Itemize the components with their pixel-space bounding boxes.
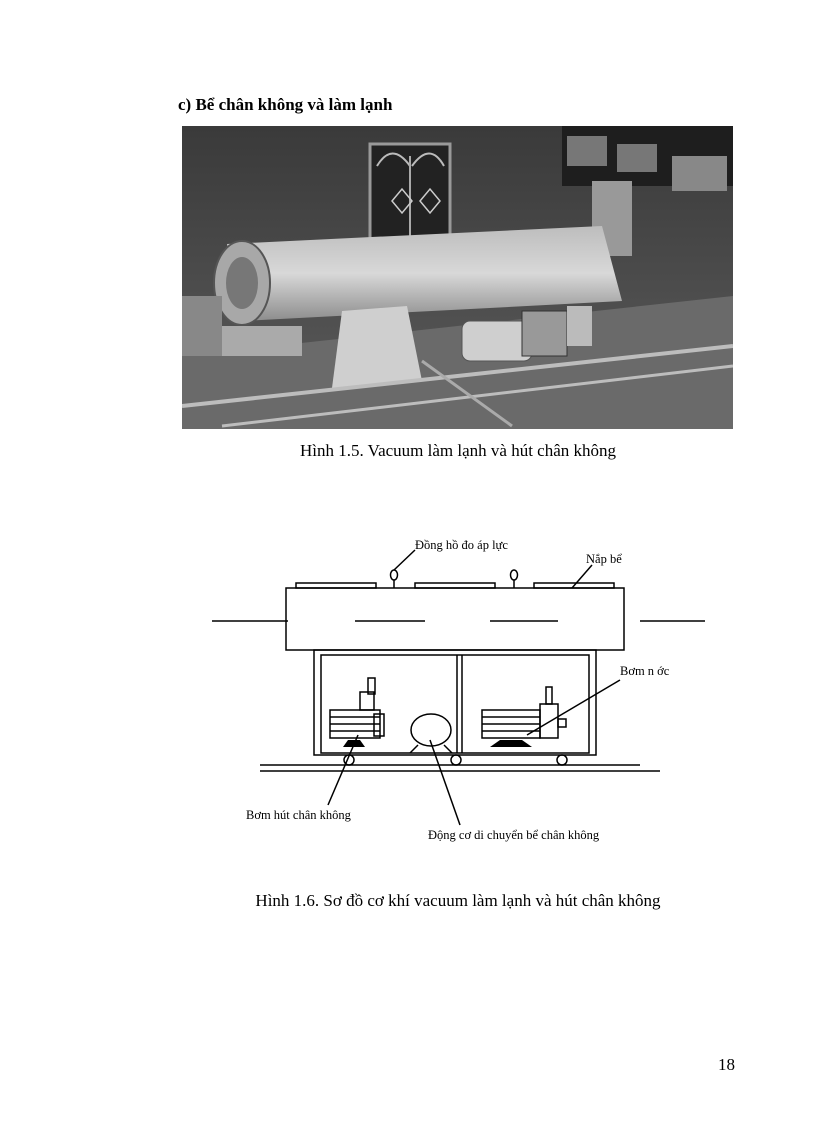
section-heading: c) Bể chân không và làm lạnh <box>178 95 392 115</box>
vacuum-pump-label: Bơm hút chân không <box>246 808 351 823</box>
vacuum-tank-diagram: Đồng hồ đo áp lực Nắp bể Bơm n ớc Bơm hú… <box>200 530 720 850</box>
page-number: 18 <box>718 1055 735 1075</box>
water-pump-label: Bơm n ớc <box>620 664 669 679</box>
figure-2-caption: Hình 1.6. Sơ đồ cơ khí vacuum làm lạnh v… <box>50 891 816 911</box>
figure-1-caption: Hình 1.5. Vacuum làm lạnh và hút chân kh… <box>50 441 816 461</box>
pressure-gauge-label: Đồng hồ đo áp lực <box>415 538 508 553</box>
vacuum-tank-photo <box>182 126 733 429</box>
move-motor-label: Động cơ di chuyển bể chân không <box>428 828 599 843</box>
tank-lid-label: Nắp bể <box>586 552 622 567</box>
